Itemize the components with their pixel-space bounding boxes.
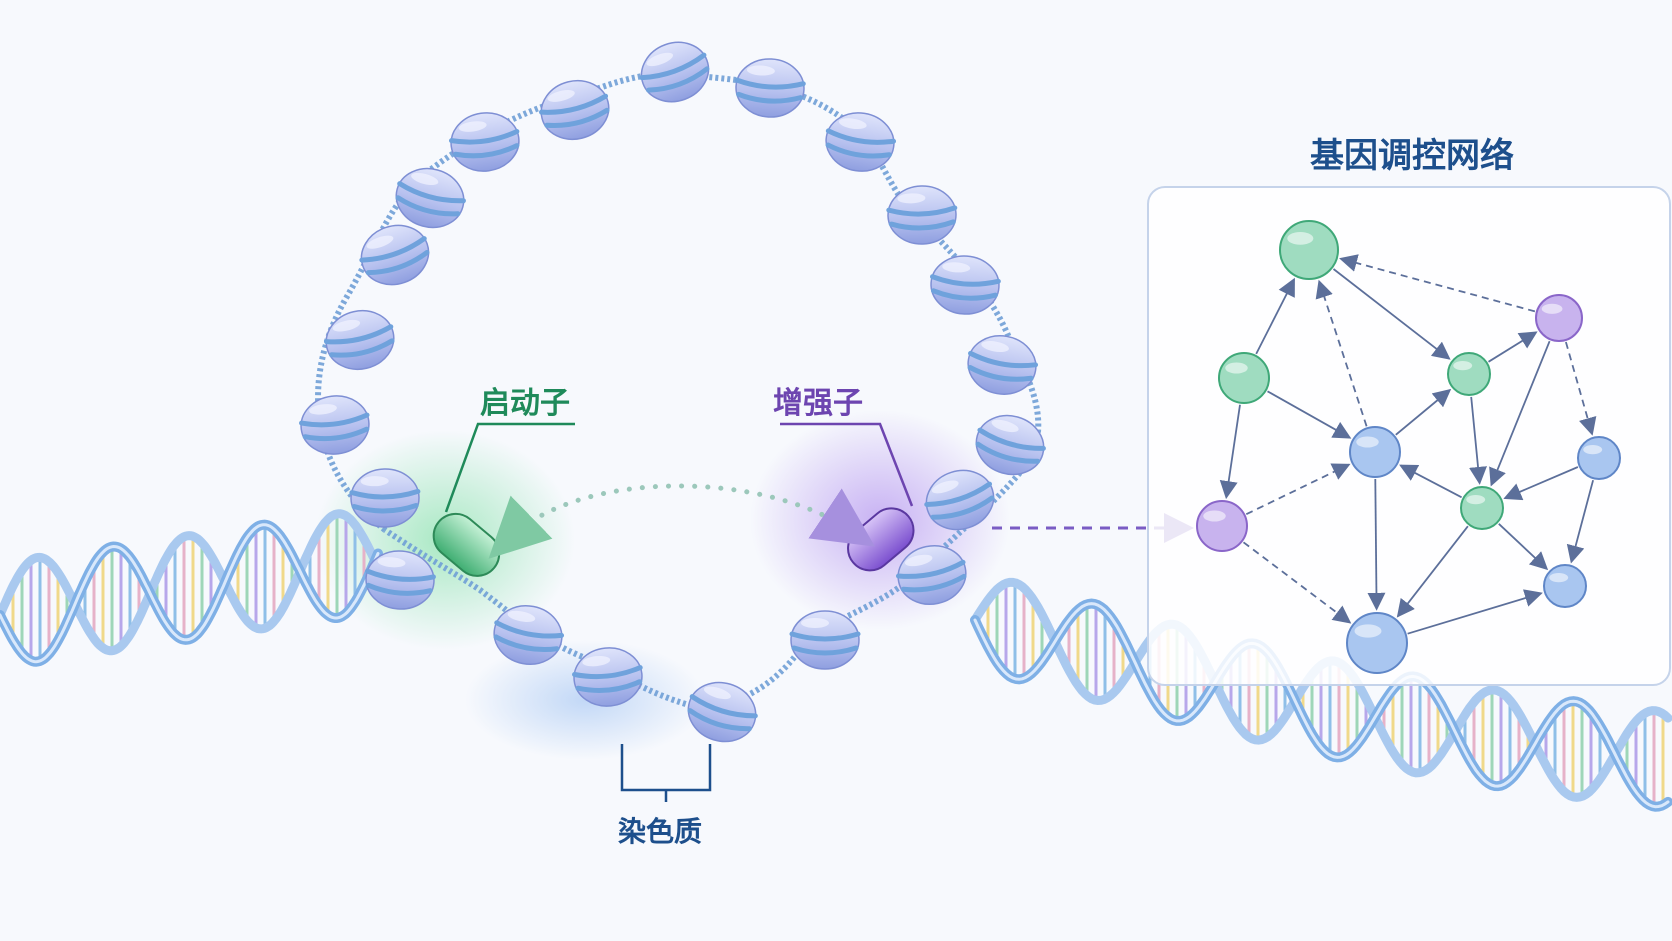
- network-node-I: [1543, 564, 1587, 608]
- network-node-J: [1346, 612, 1408, 674]
- helix-left-strand-back: [0, 509, 383, 656]
- network-edge-B-A: [1255, 277, 1295, 355]
- network-node-A: [1279, 220, 1339, 280]
- network-edge-C-D: [1488, 331, 1538, 363]
- nucleosome: [789, 610, 861, 670]
- nucleosome: [639, 41, 710, 103]
- network-edge-A-C: [1332, 268, 1451, 360]
- network-node-H: [1460, 486, 1504, 530]
- nucleosome: [924, 469, 995, 531]
- network-edge-B-G: [1219, 404, 1241, 500]
- enhancer-leader-line: [780, 422, 914, 507]
- network-edge-E-C: [1395, 388, 1452, 436]
- network-edge-H-E: [1399, 464, 1463, 499]
- nucleosome: [929, 255, 1001, 315]
- nucleosome: [365, 550, 436, 610]
- nucleosome: [975, 414, 1046, 476]
- nucleosome: [539, 79, 610, 141]
- network-node-B: [1218, 352, 1270, 404]
- network-edge-B-E: [1267, 390, 1352, 439]
- promoter-element: [432, 512, 501, 577]
- nucleosome: [825, 112, 897, 172]
- nucleosome: [967, 335, 1039, 395]
- network-edge-H-J: [1396, 525, 1469, 618]
- network-graph: [1196, 220, 1621, 674]
- network-node-G: [1196, 500, 1248, 552]
- network-edge-E-A: [1315, 279, 1368, 427]
- promoter-leader-line: [444, 422, 575, 513]
- promoter-label: 启动子: [480, 386, 570, 421]
- network-edge-D-A: [1339, 254, 1536, 313]
- nucleosome: [734, 58, 806, 118]
- network-node-F: [1577, 436, 1621, 480]
- network-edge-C-H: [1469, 396, 1487, 485]
- helix-right-strand-highlight: [973, 602, 1670, 809]
- nucleosome: [299, 395, 370, 455]
- bottom-glow: [465, 640, 705, 760]
- network-edge-D-F: [1565, 341, 1597, 436]
- network-edge-F-I: [1566, 479, 1594, 564]
- enhancer-label: 增强子: [773, 386, 863, 421]
- nucleosome: [493, 605, 565, 665]
- nucleosome: [886, 185, 958, 245]
- network-edge-G-E: [1245, 463, 1351, 516]
- network-node-D: [1535, 294, 1583, 342]
- network-edge-F-H: [1503, 466, 1579, 501]
- network-edge-D-H: [1489, 340, 1551, 487]
- network-node-C: [1447, 352, 1491, 396]
- promoter-enhancer-interaction-arrow: [488, 483, 875, 559]
- nucleosome: [349, 468, 421, 528]
- chromatin-label: 染色质: [618, 815, 703, 848]
- nucleosome: [572, 647, 643, 707]
- helix-left-strand-highlight: [0, 523, 380, 664]
- network-edge-J-I: [1407, 589, 1543, 635]
- network-edge-H-I: [1498, 523, 1549, 571]
- network-title: 基因调控网络: [1310, 136, 1514, 176]
- nucleosome: [323, 309, 395, 371]
- network-edge-G-J: [1242, 541, 1352, 624]
- nucleosome: [687, 681, 758, 743]
- nucleosome: [895, 545, 967, 605]
- dna-helix-left: [0, 509, 383, 667]
- nucleosome: [395, 167, 466, 229]
- nucleosome: [448, 112, 520, 172]
- network-edge-E-J: [1367, 478, 1386, 611]
- nucleosome-group: [299, 41, 1046, 743]
- network-node-E: [1349, 426, 1401, 478]
- nucleosome: [359, 224, 430, 286]
